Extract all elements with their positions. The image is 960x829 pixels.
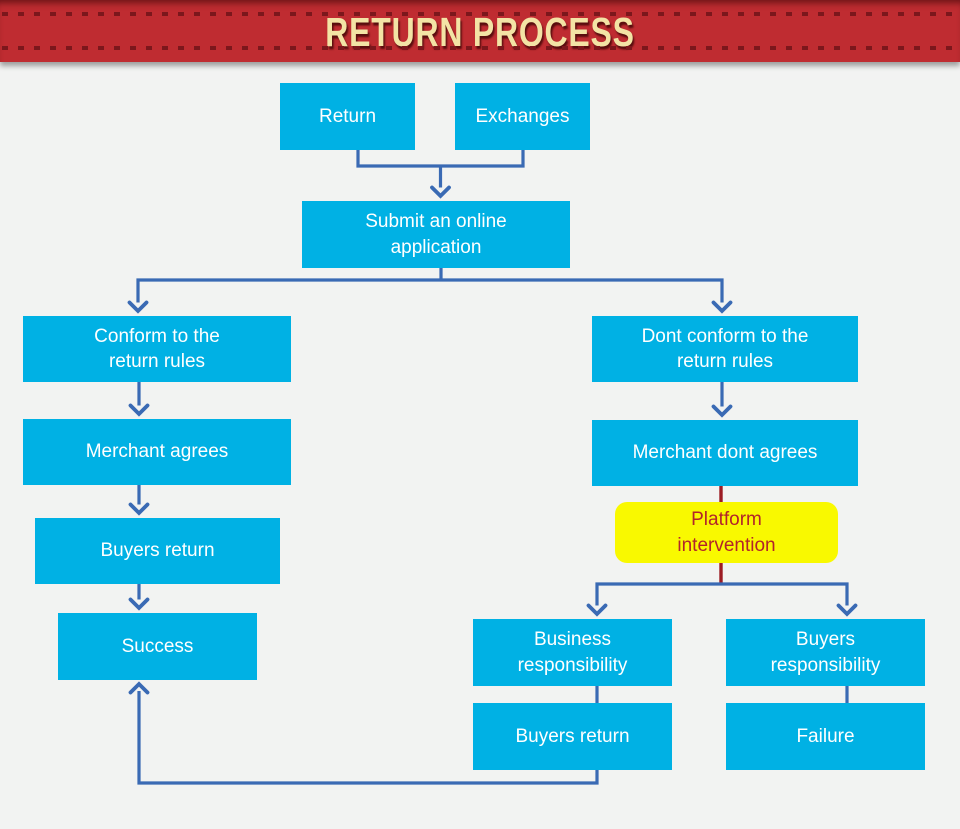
connector-top-bracket xyxy=(356,150,525,168)
node-buyers-return-left: Buyers return xyxy=(35,518,280,584)
arrow-into-buyers-return-left xyxy=(128,502,150,516)
connector-responsibility-bracket xyxy=(595,582,849,606)
arrow-into-success-bottom xyxy=(128,681,150,695)
node-buyers-responsibility: Buyers responsibility xyxy=(726,619,925,686)
node-success: Success xyxy=(58,613,257,680)
node-platform-intervention: Platform intervention xyxy=(615,502,838,563)
node-buyers-return-right: Buyers return xyxy=(473,703,672,770)
node-dont-conform-rules: Dont conform to the return rules xyxy=(592,316,858,382)
node-exchanges: Exchanges xyxy=(455,83,590,150)
page-title: RETURN PROCESS xyxy=(325,9,635,55)
banner-dash-top xyxy=(2,12,958,16)
node-business-responsibility: Business responsibility xyxy=(473,619,672,686)
node-conform-rules: Conform to the return rules xyxy=(23,316,291,382)
banner: RETURN PROCESS xyxy=(0,0,960,62)
banner-dash-bottom xyxy=(2,46,958,50)
node-submit-application: Submit an online application xyxy=(302,201,570,268)
node-merchant-dont-agrees: Merchant dont agrees xyxy=(592,420,858,486)
node-merchant-agrees: Merchant agrees xyxy=(23,419,291,485)
arrow-into-buyers-responsibility xyxy=(836,603,858,617)
node-return: Return xyxy=(280,83,415,150)
arrow-into-business-responsibility xyxy=(586,603,608,617)
arrow-into-submit xyxy=(430,185,451,199)
arrow-into-conform xyxy=(127,300,149,314)
node-failure: Failure xyxy=(726,703,925,770)
arrow-into-success-top xyxy=(128,597,150,611)
arrow-into-dont-conform xyxy=(711,300,733,314)
connector-split-bracket xyxy=(136,278,724,303)
arrow-into-merchant-dont-agrees xyxy=(711,404,733,418)
arrow-into-merchant-agrees xyxy=(128,403,150,417)
